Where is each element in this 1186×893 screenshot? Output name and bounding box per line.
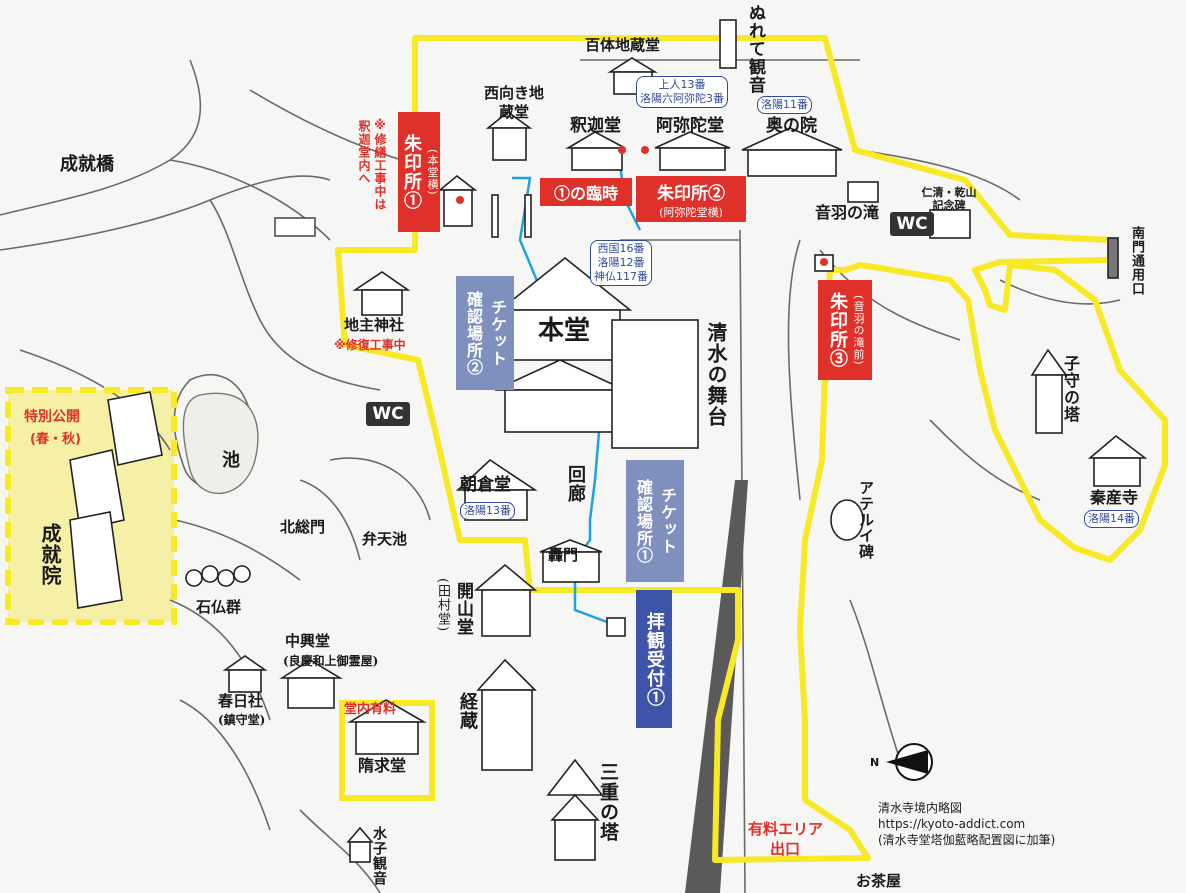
ticket-check-1-b: 確認場所①: [634, 478, 653, 564]
reception-1-label: 拝観受付①: [644, 611, 665, 707]
label-bentenike: 弁天池: [362, 530, 408, 548]
label-ochaya: お茶屋: [856, 872, 902, 890]
buildings: [69, 19, 1148, 863]
note-donai: 堂内有料: [344, 702, 397, 717]
tag-rakuyo11: 洛陽11番: [757, 96, 812, 114]
label-sekibutsu: 石仏群: [196, 598, 242, 616]
ticket-check-1-a: チケット: [658, 487, 677, 555]
note-tokubetsu: 特別公開: [24, 409, 80, 425]
wc-west: WC: [366, 402, 410, 426]
goshuin-2-label: 朱印所②: [657, 183, 725, 204]
rinji-box[interactable]: ①の臨時: [540, 178, 632, 206]
label-nurete: ぬれて観音: [745, 4, 765, 94]
tag-rakuyo12: 洛陽12番: [597, 256, 645, 269]
label-kasuga: 春日社: [218, 692, 264, 710]
note-shuzen: ※修繕工事中は: [373, 118, 387, 211]
credit-note: (清水寺堂塔伽藍略配置図に加筆): [878, 833, 1056, 847]
tag-rakuyo13: 洛陽13番: [460, 502, 515, 520]
label-minamimon: 南門通用口: [1129, 226, 1144, 296]
ticket-check-2-a: チケット: [488, 299, 507, 367]
tag-hondo-pilgrimage: 西国16番 洛陽12番 神仏117番: [590, 240, 652, 286]
credit-url: https://kyoto-addict.com: [878, 817, 1026, 831]
goshuin-3-box[interactable]: 朱印所③ (音羽の滝前): [818, 280, 872, 380]
reception-1-box[interactable]: 拝観受付①: [636, 590, 672, 728]
goshuin-1-box[interactable]: 朱印所① (本堂横): [398, 112, 440, 232]
svg-text:N: N: [870, 756, 879, 769]
label-nishimuki: 西向き地蔵堂: [484, 84, 545, 121]
label-asakura: 朝倉堂: [460, 475, 511, 495]
label-koyasu: 子守の塔: [1061, 355, 1080, 423]
ticket-check-2-b: 確認場所②: [464, 290, 483, 376]
label-jinsei: 仁清・乾山記念碑: [921, 186, 977, 212]
label-aterui: アテルイ碑: [857, 480, 875, 560]
note-deguchi: 出口: [770, 840, 801, 858]
tag-rakuyo14: 洛陽14番: [1084, 510, 1139, 528]
note-tokubetsu2: (春・秋): [30, 432, 81, 447]
label-taisan: 秦産寺: [1090, 488, 1139, 507]
wc-east: WC: [890, 212, 934, 236]
road-strip: [685, 480, 748, 893]
tag-shonin-amida: 上人13番 洛陽六阿弥陀3番: [636, 76, 728, 108]
note-shuzen2: 釈迦堂内へ: [357, 120, 371, 185]
goshuin-2-sub: (阿弥陀堂横): [659, 205, 723, 219]
label-kyozo: 経蔵: [457, 692, 478, 730]
label-kaisan-sub: (田村堂): [435, 578, 450, 633]
label-zuigu: 隋求堂: [358, 756, 407, 775]
pond: [182, 392, 259, 494]
label-kaisan: 開山堂: [453, 582, 473, 636]
label-otowa: 音羽の滝: [815, 203, 880, 222]
label-chuko: 中興堂: [285, 632, 331, 650]
tag-saigoku: 西国16番: [597, 242, 645, 255]
goshuin-2-box[interactable]: 朱印所② (阿弥陀堂横): [636, 176, 746, 222]
label-kairo: 回廊: [565, 465, 586, 503]
goshuin-3-label: 朱印所③: [827, 292, 848, 368]
goshuin-markers: [456, 146, 828, 266]
north-arrow-icon: N: [868, 742, 938, 782]
label-butai: 清水の舞台: [704, 322, 728, 427]
label-hondo: 本堂: [538, 316, 591, 346]
label-sanju: 三重の塔: [597, 762, 619, 842]
credit-block: 清水寺境内略図 https://kyoto-addict.com (清水寺堂塔伽…: [878, 800, 1055, 848]
ticket-check-2-box[interactable]: チケット 確認場所②: [456, 276, 514, 390]
tag-shinbutsu: 神仏117番: [594, 270, 648, 283]
label-chuko-sub: (良慶和上御霊屋): [283, 654, 379, 668]
paid-route-boundary: [335, 35, 1168, 863]
tag-shonin: 上人13番: [658, 78, 706, 91]
label-todoroki: 轟門: [548, 546, 579, 564]
special-area-boundary: [5, 387, 177, 625]
tag-rakuyo-amida: 洛陽六阿弥陀3番: [640, 92, 724, 105]
credit-title: 清水寺境内略図: [878, 801, 963, 815]
note-shufuku: ※修復工事中: [334, 338, 406, 352]
label-shaka: 釈迦堂: [570, 116, 621, 136]
label-hyakutai: 百体地蔵堂: [585, 36, 661, 54]
bridge-mark: [274, 217, 316, 237]
label-kasuga-sub: (鎮守堂): [218, 713, 266, 727]
goshuin-1-sub: (本堂横): [426, 148, 439, 196]
label-amida: 阿弥陀堂: [656, 116, 724, 136]
label-jojuin: 成就院: [38, 523, 62, 586]
label-mizuko: 水子観音: [371, 826, 387, 886]
ticket-check-1-box[interactable]: チケット 確認場所①: [626, 460, 684, 582]
label-jojubashi: 成就橋: [60, 154, 114, 175]
label-hokusomon: 北総門: [280, 518, 326, 536]
label-okunoin: 奥の院: [766, 116, 817, 136]
label-jishu: 地主神社: [344, 316, 405, 334]
goshuin-1-label: 朱印所①: [401, 134, 422, 210]
label-ike: 池: [222, 450, 240, 471]
note-yuryo: 有料エリア: [748, 820, 824, 838]
goshuin-3-sub: (音羽の滝前): [852, 294, 865, 366]
